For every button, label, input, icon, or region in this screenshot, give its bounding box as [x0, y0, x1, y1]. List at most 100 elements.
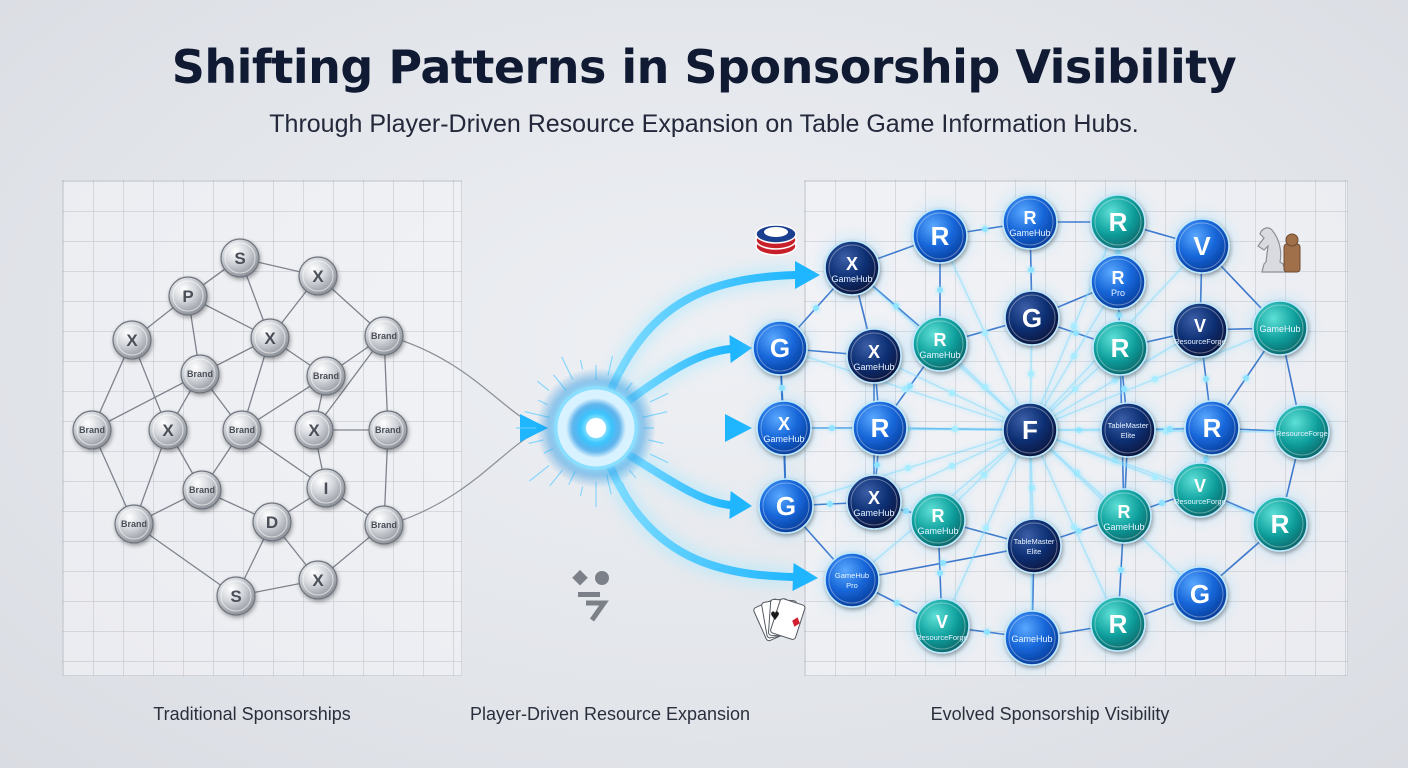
hub-spark — [621, 481, 630, 496]
traditional-sponsor-node: Brand — [182, 470, 222, 510]
expansion-flow — [415, 261, 820, 591]
traditional-node-label: D — [266, 513, 278, 532]
poker-chip-icon — [755, 224, 797, 256]
traditional-node-label: X — [264, 329, 276, 348]
evolved-sponsor-node: R — [1182, 398, 1242, 458]
link-spark — [937, 287, 943, 293]
evolved-node-logo: R — [1109, 207, 1128, 237]
output-arrow — [606, 462, 797, 581]
link-spark — [940, 560, 946, 566]
evolved-node-brand: GameHub — [1103, 522, 1144, 532]
evolved-sponsor-node: V — [1172, 216, 1232, 276]
evolved-node-logo: G — [776, 491, 796, 521]
traditional-outflow — [387, 429, 541, 526]
traditional-node-label: Brand — [371, 520, 397, 530]
evolved-sponsor-node: F — [1000, 400, 1060, 460]
traditional-sponsor-node: S — [216, 576, 256, 616]
link-spark — [982, 524, 990, 532]
traditional-node-label: Brand — [121, 519, 147, 529]
evolved-sponsor-node: R — [850, 398, 910, 458]
traditional-sponsor-node: X — [298, 560, 338, 600]
link-spark — [1111, 376, 1119, 384]
traditional-node-label: Brand — [313, 371, 339, 381]
evolved-sponsor-node: R — [1090, 318, 1150, 378]
hub-spark — [579, 486, 584, 497]
playing-cards-icon — [753, 598, 806, 642]
evolved-node-logo: R — [931, 221, 950, 251]
evolved-node-brand: ResourceForge — [1174, 337, 1226, 346]
link-spark — [1203, 376, 1209, 382]
traditional-sponsor-node: Brand — [306, 356, 346, 396]
hub-spark — [536, 380, 550, 392]
evolved-node-logo: G — [1190, 579, 1210, 609]
link-spark — [1070, 352, 1078, 360]
traditional-sponsor-node: P — [168, 276, 208, 316]
traditional-node-label: X — [308, 421, 320, 440]
evolved-node-logo: R — [1024, 208, 1037, 228]
traditional-sponsor-node: X — [148, 410, 188, 450]
evolved-node-logo: R — [871, 413, 890, 443]
traditional-node-label: I — [324, 479, 329, 498]
evolved-node-brand: ResourceForge — [916, 633, 968, 642]
evolved-sponsor-node: ResourceForge — [1272, 402, 1332, 462]
traditional-sponsor-node: X — [250, 318, 290, 358]
traditional-sponsor-node: D — [252, 502, 292, 542]
hub-spark — [529, 464, 550, 482]
evolved-node-brand: GameHub — [1009, 228, 1050, 238]
evolved-node-logo: X — [868, 488, 880, 508]
evolved-sponsor-node: R — [1088, 192, 1148, 252]
link-spark — [779, 385, 785, 391]
traditional-outflow — [387, 335, 541, 429]
link-spark — [1151, 473, 1159, 481]
link-spark — [948, 462, 956, 470]
evolved-node-brand: GameHub — [1259, 324, 1300, 334]
link-spark — [1027, 370, 1035, 378]
game-decorations — [572, 224, 1301, 642]
evolved-node-logo: R — [934, 330, 947, 350]
link-spark — [907, 383, 913, 389]
hub-spark — [649, 392, 669, 403]
traditional-sponsor-node: Brand — [222, 410, 262, 450]
link-spark — [937, 570, 943, 576]
link-spark — [827, 501, 833, 507]
evolved-node-logo: R — [1118, 502, 1131, 522]
traditional-node-label: X — [312, 267, 324, 286]
evolved-node-brand: GameHub — [853, 362, 894, 372]
traditional-sponsor-node: Brand — [364, 316, 404, 356]
evolved-sponsor-node: GameHub — [1002, 608, 1062, 668]
evolved-sponsor-node: G — [1170, 564, 1230, 624]
link-spark — [1243, 375, 1249, 381]
evolved-node-brand: ResourceForge — [1276, 429, 1328, 438]
traditional-node-label: S — [234, 249, 245, 268]
link-spark — [1151, 375, 1159, 383]
traditional-sponsor-node: X — [294, 410, 334, 450]
link-spark — [893, 303, 899, 309]
evolved-node-logo: V — [1194, 316, 1206, 336]
link-spark — [1073, 330, 1079, 336]
evolved-node-logo: X — [846, 254, 858, 274]
traditional-node-label: Brand — [79, 425, 105, 435]
traditional-node-label: X — [312, 571, 324, 590]
traditional-node-label: X — [162, 421, 174, 440]
traditional-sponsor-node: Brand — [180, 354, 220, 394]
evolved-node-brand: GameHub — [763, 434, 804, 444]
evolved-sponsor-node: G — [750, 318, 810, 378]
evolved-node-logo: V — [1194, 476, 1206, 496]
link-spark — [1071, 385, 1079, 393]
evolved-sponsor-node: R — [910, 206, 970, 266]
traditional-node-label: Brand — [375, 425, 401, 435]
evolved-node-logo: X — [868, 342, 880, 362]
link-spark — [1116, 312, 1122, 318]
output-arrow-head — [725, 414, 752, 442]
